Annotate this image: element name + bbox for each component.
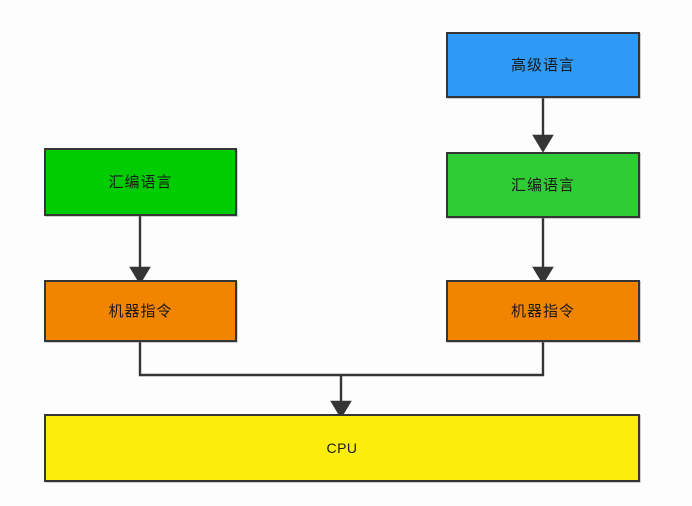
edge-mach-left-to-cpu [138,342,341,377]
edge-mach-right-to-cpu [341,342,545,377]
node-assembly-language-left[interactable]: 汇编语言 [44,148,237,216]
node-machine-instruction-right[interactable]: 机器指令 [446,280,640,342]
node-high-level-language[interactable]: 高级语言 [446,32,640,98]
node-assembly-language-right[interactable]: 汇编语言 [446,152,640,218]
node-cpu-label: CPU [326,440,358,456]
node-machine-instruction-left-label: 机器指令 [108,302,173,320]
node-machine-instruction-left[interactable]: 机器指令 [44,280,237,342]
node-high-level-language-label: 高级语言 [510,56,575,74]
node-cpu[interactable]: CPU [44,414,640,482]
node-machine-instruction-right-label: 机器指令 [510,302,575,320]
node-assembly-language-right-label: 汇编语言 [510,176,575,194]
node-assembly-language-left-label: 汇编语言 [108,173,173,191]
